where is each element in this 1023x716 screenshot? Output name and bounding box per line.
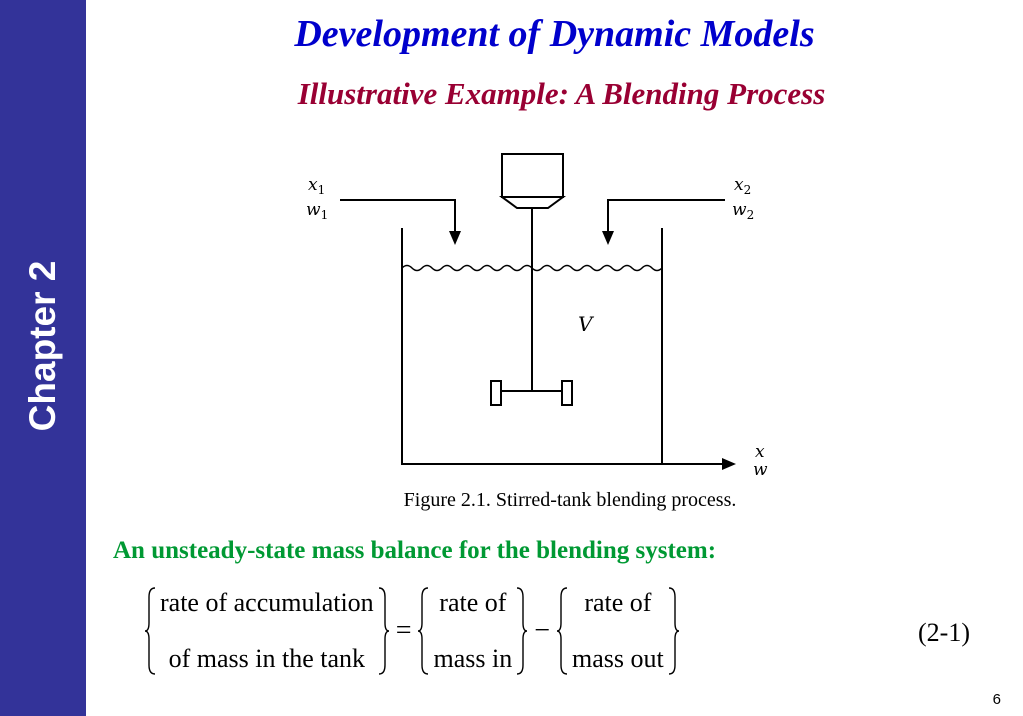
inlet-2-pipe — [607, 199, 725, 242]
inlet-2-x-label: x2 — [734, 175, 751, 197]
accumulation-line-1: rate of accumulation — [160, 588, 374, 617]
inlet-1-pipe — [340, 199, 456, 242]
mass-in-term: rate of mass in — [417, 585, 528, 677]
left-brace-icon — [556, 587, 568, 675]
inlet-1-x-label: x1 — [308, 175, 325, 197]
mass-out-line-1: rate of — [584, 588, 652, 617]
chapter-label: Chapter 2 — [22, 260, 63, 432]
outlet-w-label: w — [753, 460, 768, 480]
motor-housing — [501, 153, 564, 198]
inlet-2-w-label: w2 — [732, 200, 754, 222]
impeller-blade-right — [561, 380, 573, 406]
accumulation-term: rate of accumulation of mass in the tank — [144, 585, 390, 677]
left-brace-icon — [144, 587, 156, 675]
mass-out-term: rate of mass out — [556, 585, 680, 677]
figure-caption: Figure 2.1. Stirred-tank blending proces… — [403, 489, 737, 511]
mass-in-line-1: rate of — [439, 588, 507, 617]
outlet-arrow — [722, 458, 736, 470]
left-brace-icon — [418, 587, 429, 675]
equals-sign: = — [395, 615, 412, 646]
mass-balance-equation: rate of accumulation of mass in the tank… — [144, 585, 680, 677]
mass-in-line-2: mass in — [433, 644, 513, 673]
inlet-1-arrow — [449, 231, 461, 245]
stirred-tank-diagram: x1 w1 x2 w2 V x w — [306, 153, 768, 480]
impeller-blade-left — [490, 380, 502, 406]
right-brace-icon — [668, 587, 679, 675]
page-number: 6 — [992, 691, 1001, 708]
inlet-2-arrow — [602, 231, 614, 245]
accumulation-line-2: of mass in the tank — [168, 644, 366, 673]
balance-statement: An unsteady-state mass balance for the b… — [113, 537, 717, 564]
liquid-surface — [401, 264, 663, 272]
outlet-x-label: x — [755, 442, 765, 462]
minus-sign: − — [534, 615, 551, 646]
slide-title: Development of Dynamic Models — [294, 13, 815, 55]
volume-label: V — [578, 312, 595, 336]
right-brace-icon — [378, 587, 389, 675]
right-brace-icon — [517, 587, 528, 675]
mass-out-line-2: mass out — [572, 644, 664, 673]
inlet-1-w-label: w1 — [306, 200, 328, 222]
equation-number: (2-1) — [918, 618, 970, 647]
slide-subtitle: Illustrative Example: A Blending Process — [297, 76, 826, 111]
motor-base — [498, 196, 567, 209]
chapter-sidebar: Chapter 2 — [0, 0, 86, 716]
tank-walls — [401, 228, 663, 465]
